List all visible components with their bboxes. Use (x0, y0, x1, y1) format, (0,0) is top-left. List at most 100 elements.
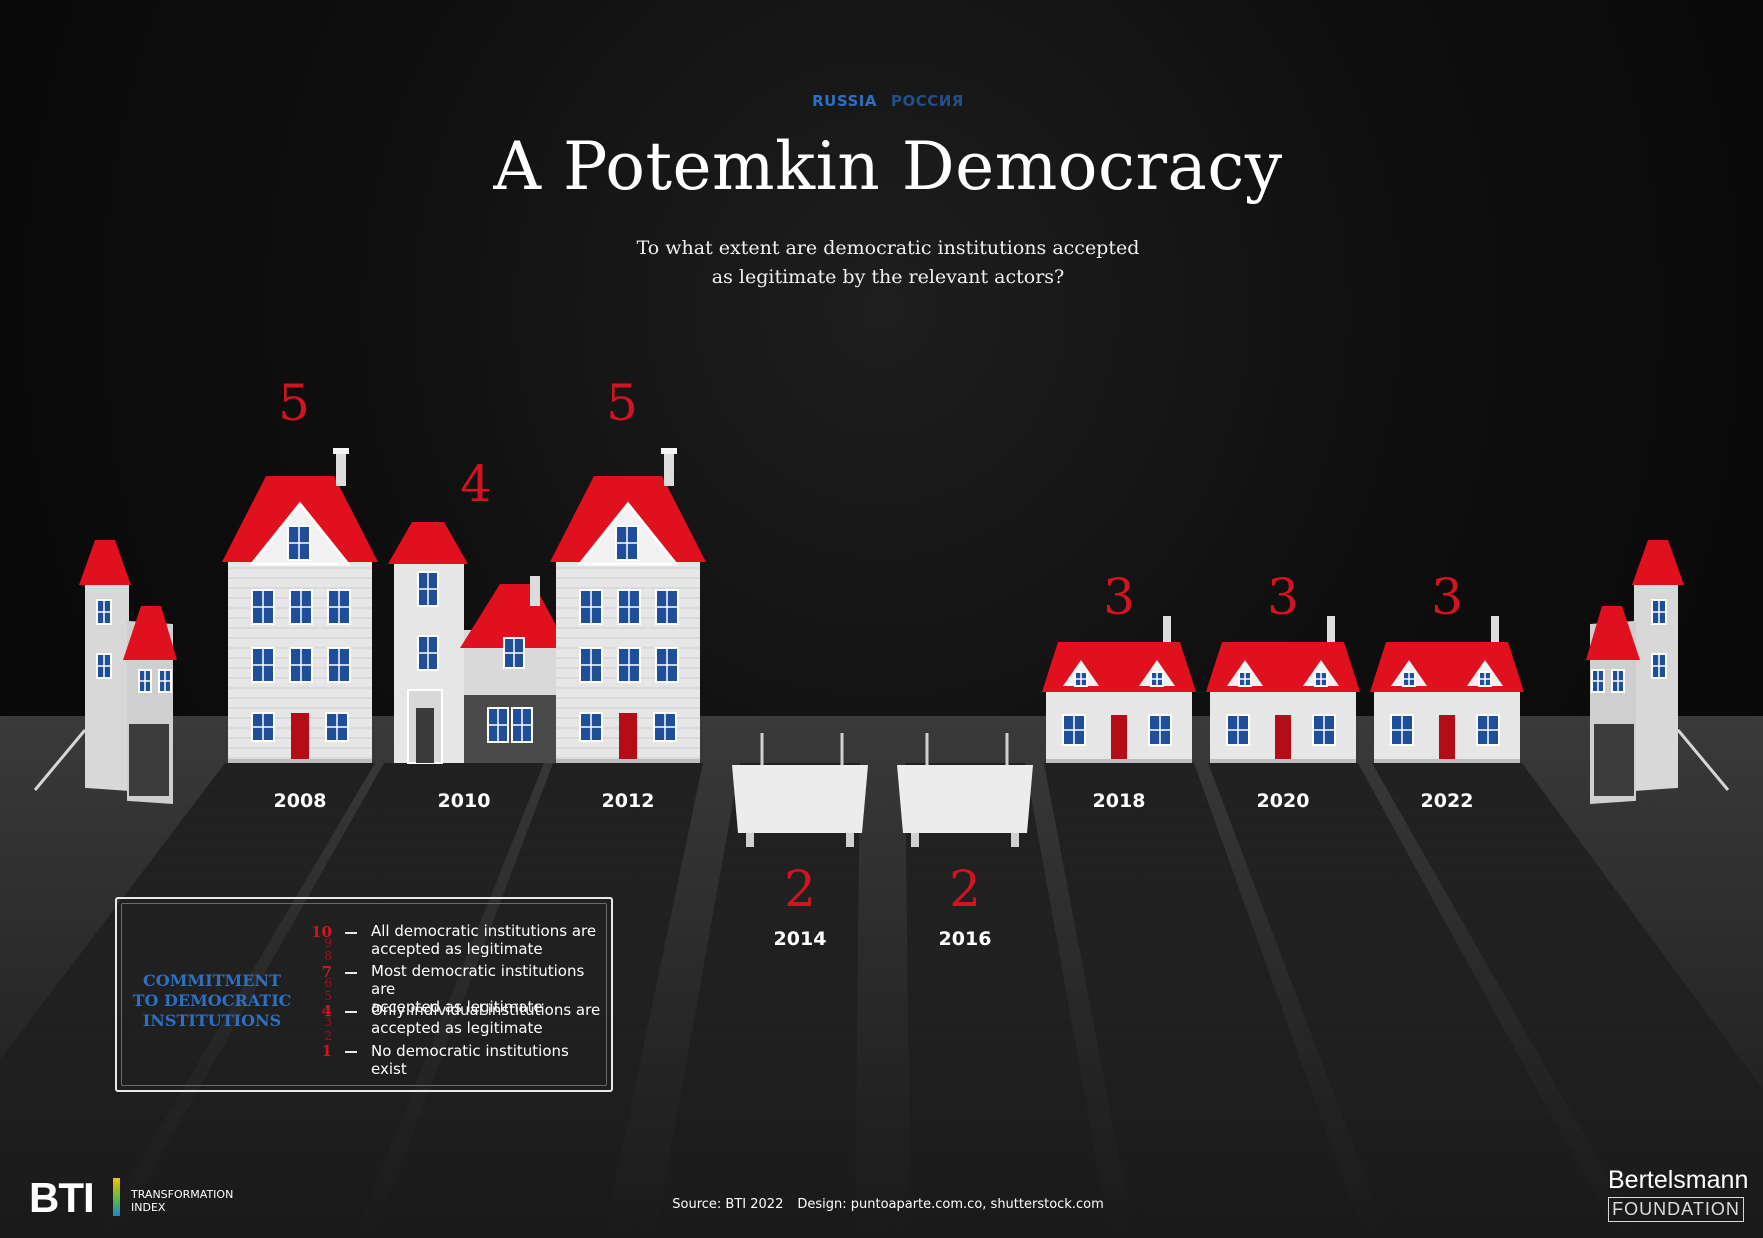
scale-number: 8 (324, 949, 332, 964)
house-shadow (373, 763, 703, 1238)
bti-logo-mark: BTI (29, 1174, 95, 1221)
house-shadow (114, 763, 544, 1238)
house-door (1275, 715, 1291, 763)
score-label: 3 (1431, 568, 1463, 626)
score-label: 3 (1103, 568, 1135, 626)
scale-tick (345, 1011, 357, 1014)
level-description-line: accepted as legitimate (371, 1019, 543, 1038)
bti-logo: BTI TRANSFORMATION INDEX (29, 1174, 233, 1222)
house-2012 (550, 448, 706, 763)
side-roof (79, 540, 131, 585)
house-2010 (388, 522, 568, 764)
source-text: Source: BTI 2022 (672, 1197, 784, 1212)
subtitle: To what extent are democratic institutio… (0, 234, 1763, 292)
house-door (1439, 715, 1455, 763)
chimney (530, 576, 540, 606)
scale-number: 10 (311, 923, 332, 941)
side-wall (1634, 577, 1678, 791)
house-2014 (732, 733, 868, 847)
legend-box: COMMITMENT TO DEMOCRATIC INSTITUTIONS 10… (115, 897, 613, 1092)
scale-tick (345, 932, 357, 934)
side-wall (85, 577, 129, 791)
legend-heading: COMMITMENT TO DEMOCRATIC INSTITUTIONS (131, 971, 293, 1031)
score-label: 4 (460, 455, 492, 513)
score-label: 2 (949, 860, 981, 918)
year-label: 2016 (938, 928, 992, 950)
year-label: 2022 (1420, 790, 1474, 812)
kicker-russian: РОССИЯ (890, 92, 964, 110)
level-description-line: Only individual institutions are (371, 1001, 601, 1020)
scale-number: 6 (324, 975, 332, 990)
legend-heading-line: TO DEMOCRATIC (132, 991, 292, 1010)
score-label: 5 (606, 374, 638, 432)
scale-number: 3 (324, 1015, 332, 1030)
year-label: 2018 (1092, 790, 1146, 812)
facade-foot (846, 833, 854, 847)
scale-number: 7 (321, 962, 332, 981)
side-prop (1676, 729, 1730, 791)
legend-heading-line: COMMITMENT (143, 971, 281, 990)
house-base (228, 759, 372, 763)
house-2022 (1370, 616, 1524, 763)
scale-number: 9 (324, 936, 332, 951)
facade-board (897, 765, 1033, 833)
scale-tick (345, 971, 357, 974)
year-label: 2014 (773, 928, 827, 950)
bti-color-bar (113, 1178, 120, 1216)
facade-foot (1011, 833, 1019, 847)
house-door (619, 713, 637, 763)
house-2020 (1206, 616, 1360, 763)
year-label: 2012 (601, 790, 655, 812)
page-title: A Potemkin Democracy (493, 128, 1283, 205)
side-roof (1632, 540, 1684, 585)
side-lower-wall (129, 724, 169, 796)
chimney-cap (333, 448, 349, 454)
house-roof (460, 584, 568, 648)
house-door (291, 713, 309, 763)
house-door (416, 708, 434, 763)
score-label: 3 (1267, 568, 1299, 626)
house-base (1046, 759, 1192, 763)
house-shadow (1044, 763, 1365, 1238)
level-description-line: No democratic institutions exist (371, 1041, 569, 1078)
chimney (336, 452, 346, 486)
scale-number: 5 (324, 989, 332, 1003)
side-lower-wall (1594, 724, 1634, 796)
level-description-line: accepted as legitimate (371, 940, 543, 958)
house-2008 (222, 448, 378, 763)
bti-logo-text: TRANSFORMATION INDEX (131, 1188, 233, 1214)
bertelsmann-foundation: FOUNDATION (1608, 1197, 1744, 1222)
score-label: 2 (784, 860, 816, 918)
scale-number: 4 (321, 1002, 332, 1021)
scale-number: 2 (324, 1028, 332, 1043)
chimney (1491, 616, 1499, 642)
chimney (1163, 616, 1171, 642)
side-facade-left (33, 540, 177, 805)
level-description: No democratic institutions exist (371, 1042, 607, 1078)
year-label: 2020 (1256, 790, 1310, 812)
house-shadow (654, 763, 860, 1238)
side-facade-right (1586, 540, 1730, 805)
subtitle-line-1: To what extent are democratic institutio… (636, 237, 1140, 259)
house-shadow (905, 763, 1111, 1238)
bti-text-line: TRANSFORMATION (131, 1188, 234, 1201)
house-base (1374, 759, 1520, 763)
house-shadow (1372, 763, 1763, 1238)
house-base (1210, 759, 1356, 763)
chimney-cap (661, 448, 677, 454)
side-prop (33, 729, 87, 791)
subtitle-line-2: as legitimate by the relevant actors? (711, 266, 1065, 288)
score-label: 5 (278, 374, 310, 432)
scale-number: 1 (321, 1041, 332, 1060)
bertelsmann-logo: Bertelsmann FOUNDATION (1608, 1166, 1748, 1222)
bti-text-line: INDEX (131, 1201, 166, 1214)
side-roof (1586, 606, 1640, 660)
house-roof (388, 522, 468, 564)
house-shadow (0, 763, 375, 1238)
level-description-line: All democratic institutions are (371, 922, 597, 940)
